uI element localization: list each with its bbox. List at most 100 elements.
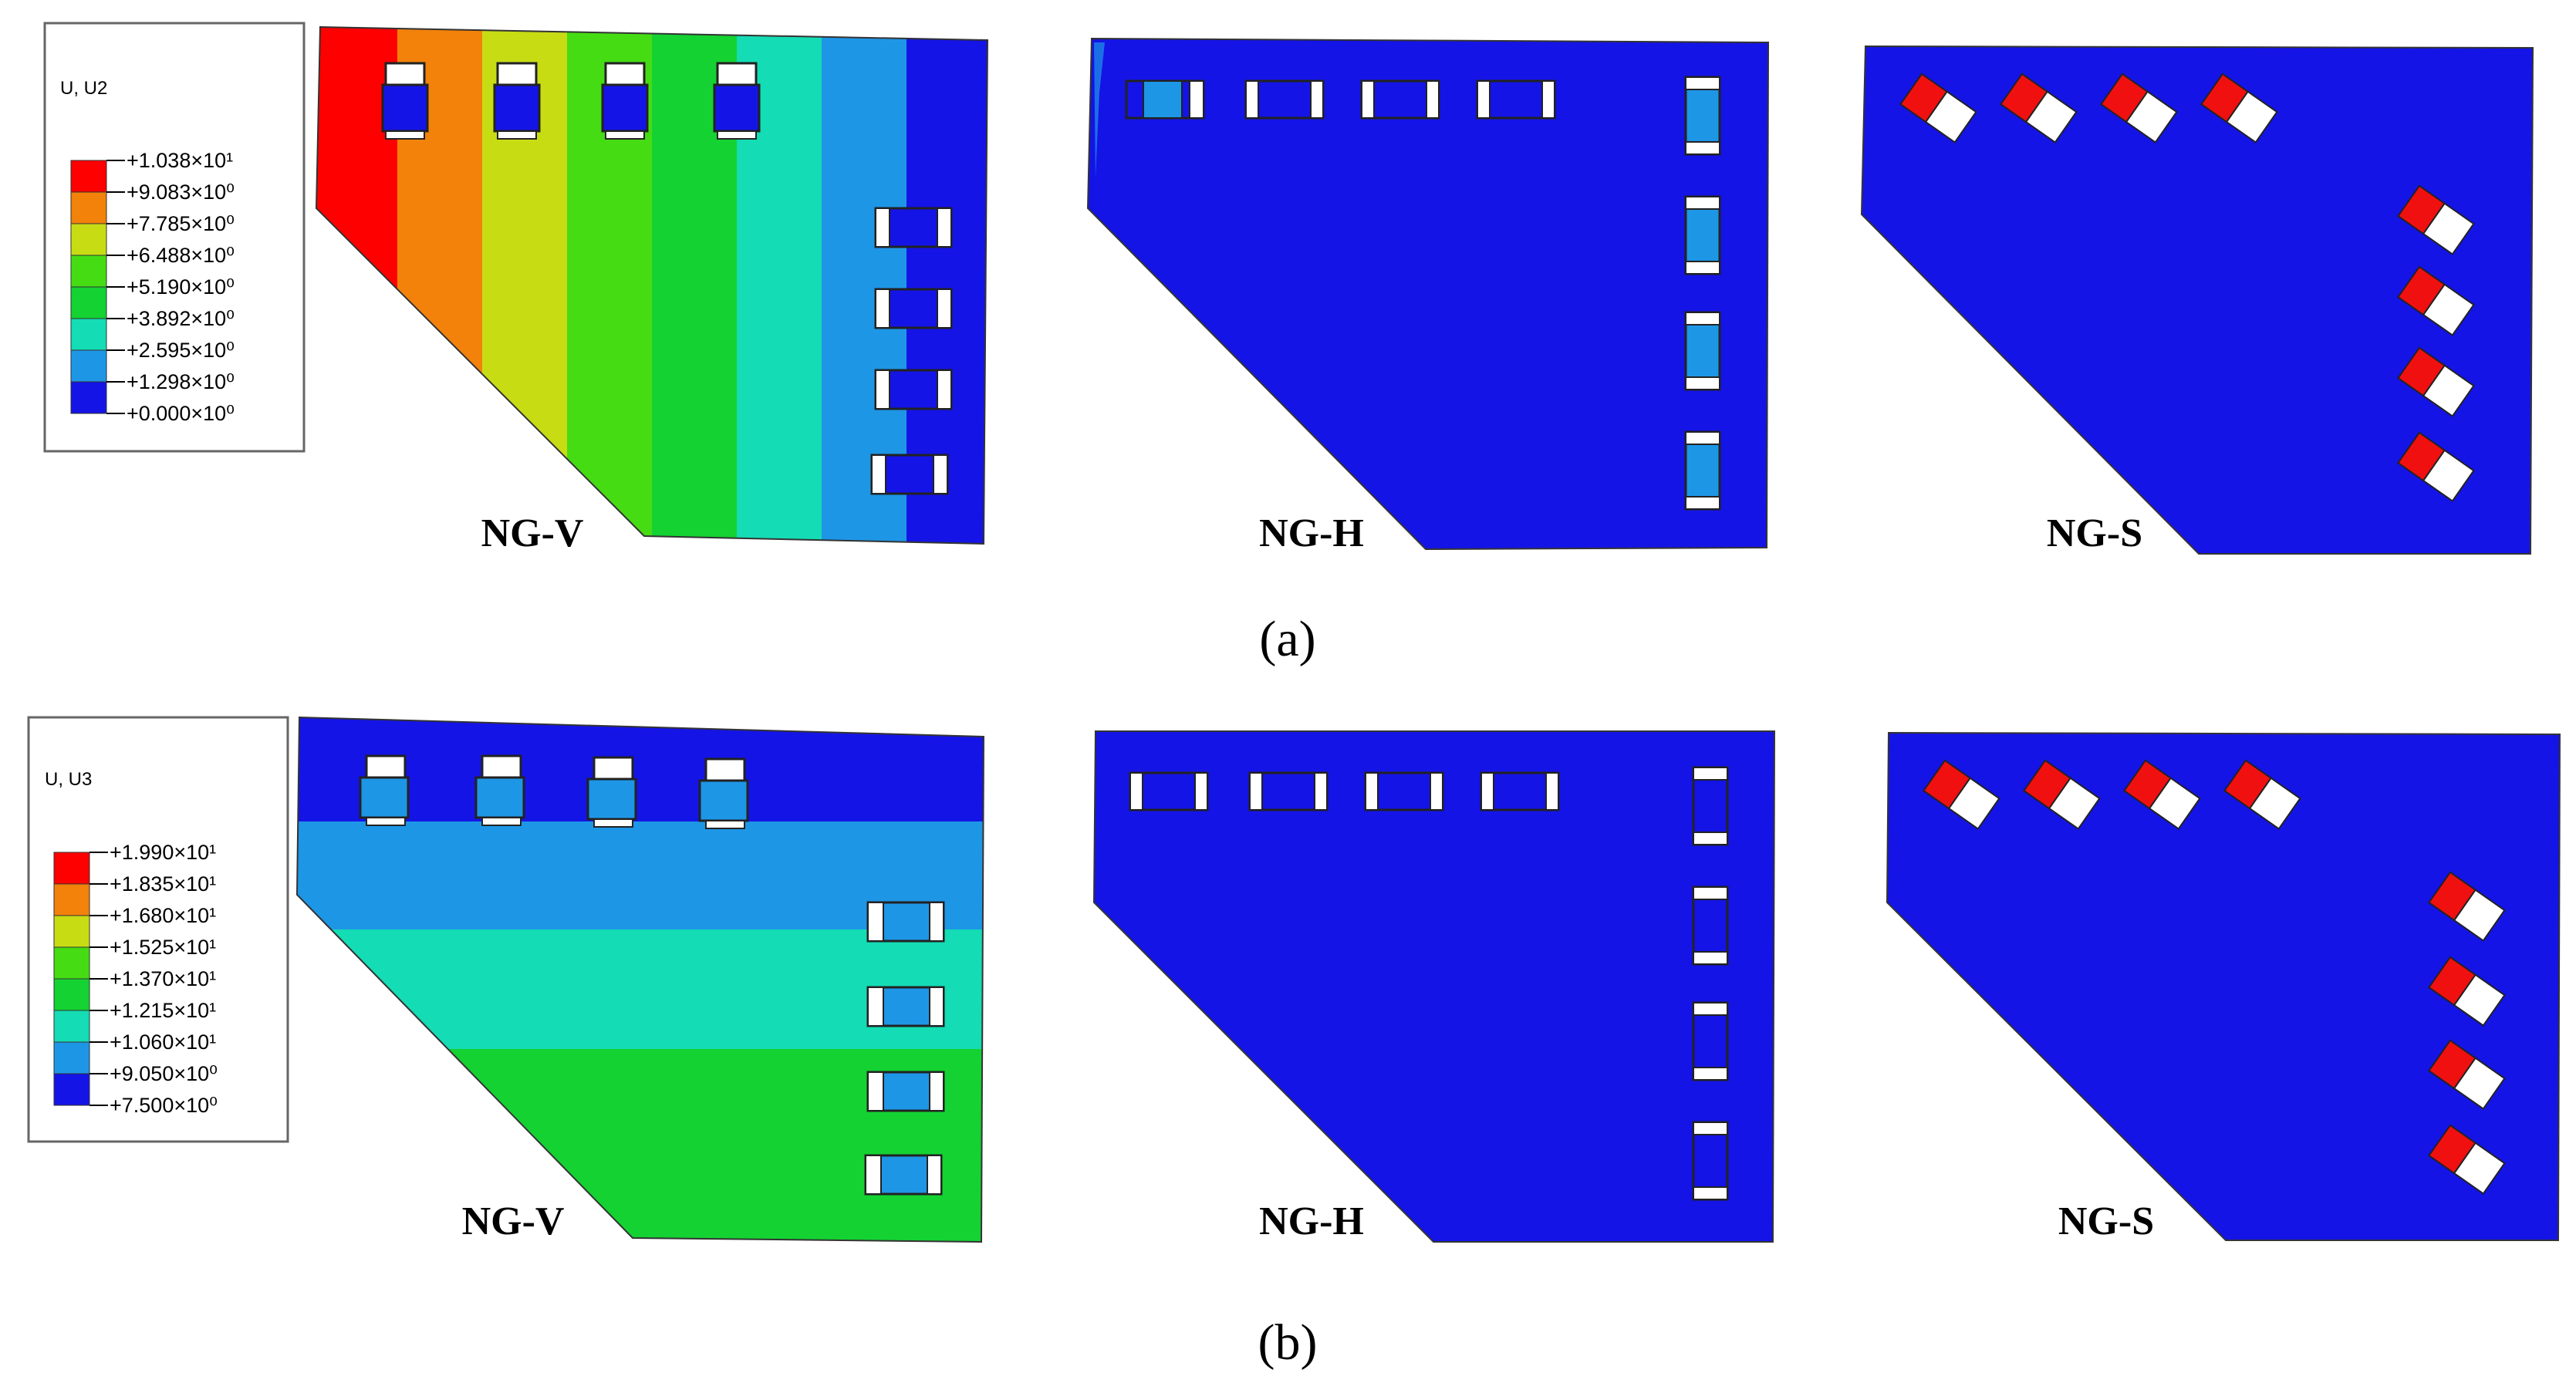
legend-swatch	[53, 883, 90, 916]
legend-value: +1.525×10¹	[110, 936, 216, 959]
legend-value: +7.500×10⁰	[110, 1094, 218, 1117]
connector-block	[1692, 885, 1729, 966]
connector-block	[1684, 430, 1721, 511]
legend-swatch	[70, 223, 107, 256]
legend-swatches	[53, 852, 90, 1106]
legend-swatch	[70, 160, 107, 193]
connector-block	[2396, 431, 2475, 502]
panel-caption-a: (a)	[1259, 611, 1315, 667]
connector-block	[1692, 766, 1729, 846]
legend-value: +3.892×10⁰	[127, 307, 235, 330]
connector-block	[2396, 184, 2475, 255]
model-label-ng-h: NG-H	[1259, 1199, 1364, 1243]
model-ng-s-u3: NG-S	[1886, 731, 2561, 1243]
connector-block	[601, 62, 649, 140]
model-ng-v-u3: NG-V	[295, 716, 985, 1243]
legend-swatch	[53, 1073, 90, 1106]
legend-swatch	[70, 286, 107, 319]
panel-b: U, U3 +1.990×10¹+1.835×10¹+1.680×10¹+1.5…	[27, 716, 2561, 1371]
legend-title: U, U2	[60, 78, 107, 99]
legend-swatches	[70, 160, 107, 414]
legend-value: +9.083×10⁰	[127, 180, 235, 204]
legend-value: +1.835×10¹	[110, 872, 216, 896]
legend-values: +1.038×10¹ +9.083×10⁰ +7.785×10⁰ +6.488×10⁰…	[106, 149, 235, 425]
connector-block	[2022, 759, 2101, 830]
legend-value: +0.000×10⁰	[127, 402, 235, 425]
connector-block	[493, 62, 541, 140]
connector-block	[2223, 759, 2301, 830]
legend-swatch	[53, 915, 90, 948]
model-ng-v-u2: NG-V	[315, 25, 989, 555]
panel-caption-b: (b)	[1258, 1314, 1318, 1371]
connector-block	[2427, 1124, 2506, 1195]
connector-block	[2396, 265, 2475, 336]
legend-value: +1.215×10¹	[110, 999, 216, 1022]
legend-value: +1.060×10¹	[110, 1031, 216, 1054]
connector-block	[359, 754, 410, 826]
connectors	[381, 62, 953, 495]
connector-block	[874, 369, 953, 410]
model-ng-h-u2: NG-H	[1086, 37, 1770, 555]
legend-swatch	[53, 1010, 90, 1043]
connector-block	[1248, 771, 1329, 811]
connectors	[359, 754, 945, 1196]
connector-block	[1684, 76, 1721, 156]
connector-block	[2396, 346, 2475, 417]
connector-block	[2427, 871, 2506, 942]
panel-a: U, U2 +1.038×10¹ +9.083×10⁰ +7.785×10⁰ +6.4…	[43, 22, 2534, 667]
connector-block	[1899, 73, 1977, 143]
legend-swatch	[70, 255, 107, 288]
connector-block	[2200, 73, 2278, 143]
model-ng-h-u3: NG-H	[1092, 730, 1776, 1243]
legend-value: +1.370×10¹	[110, 967, 216, 990]
legend-swatch	[70, 381, 107, 414]
connector-block	[1129, 771, 1209, 811]
legend-value: +5.190×10⁰	[127, 275, 235, 299]
connector-block	[2099, 73, 2178, 143]
connector-block	[2122, 759, 2201, 830]
legend-value: +9.050×10⁰	[110, 1062, 218, 1085]
connector-block	[864, 1154, 943, 1196]
connector-block	[1476, 79, 1556, 120]
connector-block	[474, 754, 525, 826]
connector-block	[2427, 1039, 2506, 1110]
model-label-ng-v: NG-V	[481, 511, 584, 555]
legend-value: +1.298×10⁰	[127, 370, 235, 393]
legend-value: +2.595×10⁰	[127, 339, 235, 362]
model-label-ng-s: NG-S	[2058, 1199, 2154, 1243]
model-label-ng-h: NG-H	[1259, 511, 1364, 555]
connector-block	[1692, 1121, 1729, 1201]
legend-swatch	[53, 1041, 90, 1074]
connector-block	[1922, 759, 2000, 830]
connector-block	[2427, 956, 2506, 1027]
connector-block	[1364, 771, 1444, 811]
legend-title: U, U3	[45, 769, 92, 790]
connector-block	[1125, 79, 1205, 120]
legend-swatch	[53, 946, 90, 980]
connectors	[1129, 766, 1729, 1201]
legend-u3: U, U3 +1.990×10¹+1.835×10¹+1.680×10¹+1.5…	[27, 716, 289, 1143]
connectors	[1125, 76, 1721, 511]
connector-block	[1692, 1001, 1729, 1081]
connector-block	[1480, 771, 1560, 811]
connectors	[1922, 759, 2506, 1195]
legend-value: +6.488×10⁰	[127, 244, 235, 267]
legend-values: +1.990×10¹+1.835×10¹+1.680×10¹+1.525×10¹…	[89, 841, 218, 1117]
connector-block	[874, 288, 953, 329]
legend-swatch	[70, 318, 107, 351]
legend-value: +1.038×10¹	[127, 149, 233, 172]
legend-swatch	[53, 852, 90, 885]
connector-block	[1684, 195, 1721, 275]
legend-value: +7.785×10⁰	[127, 212, 235, 235]
model-label-ng-s: NG-S	[2047, 511, 2142, 555]
model-label-ng-v: NG-V	[462, 1199, 565, 1243]
legend-swatch	[70, 349, 107, 383]
legend-swatch	[53, 978, 90, 1011]
connector-block	[381, 62, 429, 140]
connectors	[1899, 73, 2475, 502]
connector-block	[870, 454, 949, 495]
legend-value: +1.680×10¹	[110, 904, 216, 927]
connector-block	[874, 207, 953, 248]
connector-block	[1684, 311, 1721, 391]
